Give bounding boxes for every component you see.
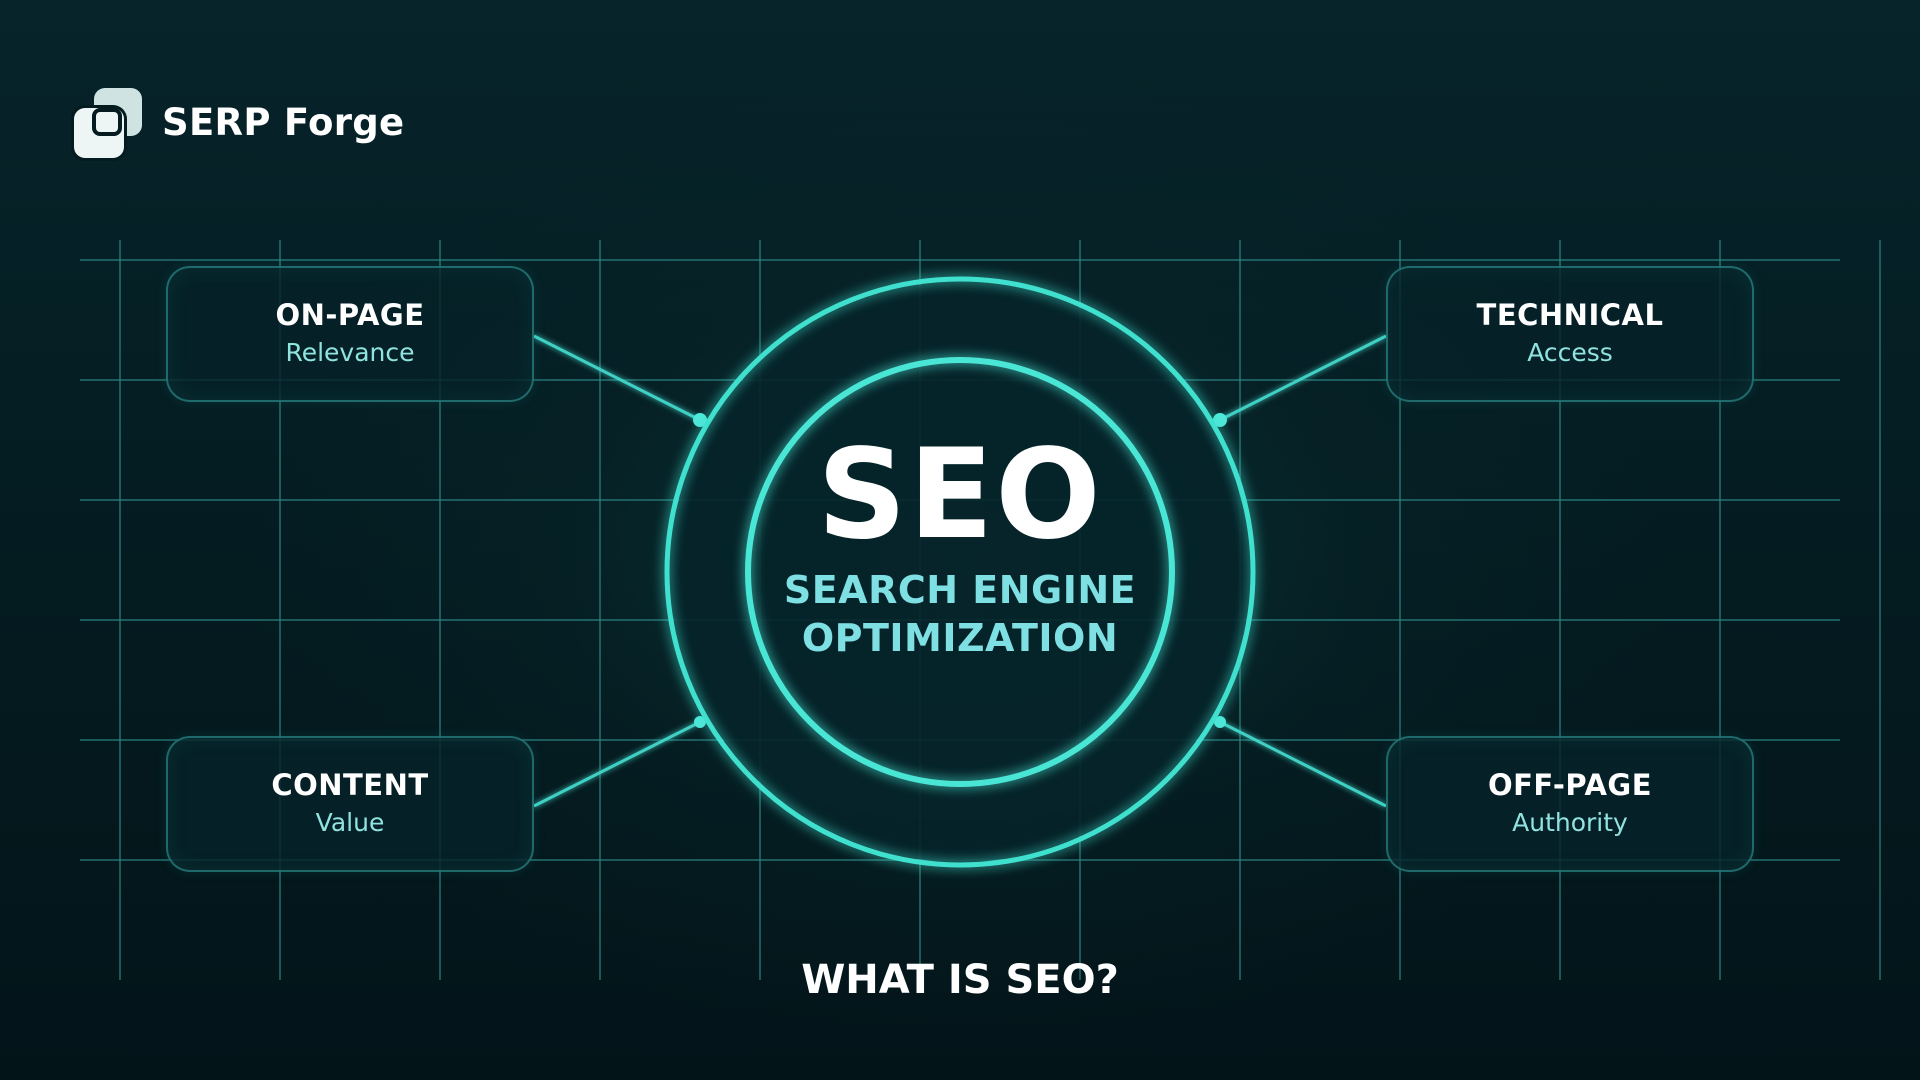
connector-onpage — [533, 334, 701, 422]
brand-name: SERP Forge — [162, 100, 405, 144]
connector-technical — [1219, 334, 1387, 422]
connector-dots — [693, 413, 1227, 728]
overlapping-squares-logo-icon — [72, 86, 144, 158]
pillar-card-technical: TECHNICAL Access — [1386, 266, 1754, 402]
connector-dot-content — [694, 716, 706, 728]
center-subtitle: SEARCH ENGINE OPTIMIZATION — [760, 566, 1160, 662]
center-title: SEO — [817, 423, 1103, 567]
pillar-subtitle: Value — [315, 808, 385, 837]
pillar-card-on-page: ON-PAGE Relevance — [166, 266, 534, 402]
pillar-title: OFF-PAGE — [1487, 768, 1653, 802]
pillar-subtitle: Authority — [1512, 808, 1628, 837]
pillar-title: ON-PAGE — [275, 298, 425, 332]
connector-dot-technical — [1213, 413, 1227, 427]
center-fill — [670, 282, 1250, 862]
pillar-title: TECHNICAL — [1476, 298, 1664, 332]
brand-logo: SERP Forge — [72, 84, 404, 160]
connector-dot-offpage — [1214, 716, 1226, 728]
center-subtitle-line-2: OPTIMIZATION — [801, 616, 1119, 660]
connector-content — [533, 720, 701, 808]
inner-ring — [745, 357, 1175, 787]
center-subtitle-line-1: SEARCH ENGINE — [783, 568, 1137, 612]
pillar-card-off-page: OFF-PAGE Authority — [1386, 736, 1754, 872]
pillar-title: CONTENT — [271, 768, 429, 802]
pillar-card-content: CONTENT Value — [166, 736, 534, 872]
connector-dot-onpage — [693, 413, 707, 427]
pillar-subtitle: Access — [1527, 338, 1613, 367]
pillar-subtitle: Relevance — [285, 338, 415, 367]
slide-caption: WHAT IS SEO? — [801, 957, 1119, 1003]
connector-lines — [533, 334, 1387, 808]
outer-ring — [664, 276, 1256, 868]
connector-offpage — [1219, 720, 1387, 808]
